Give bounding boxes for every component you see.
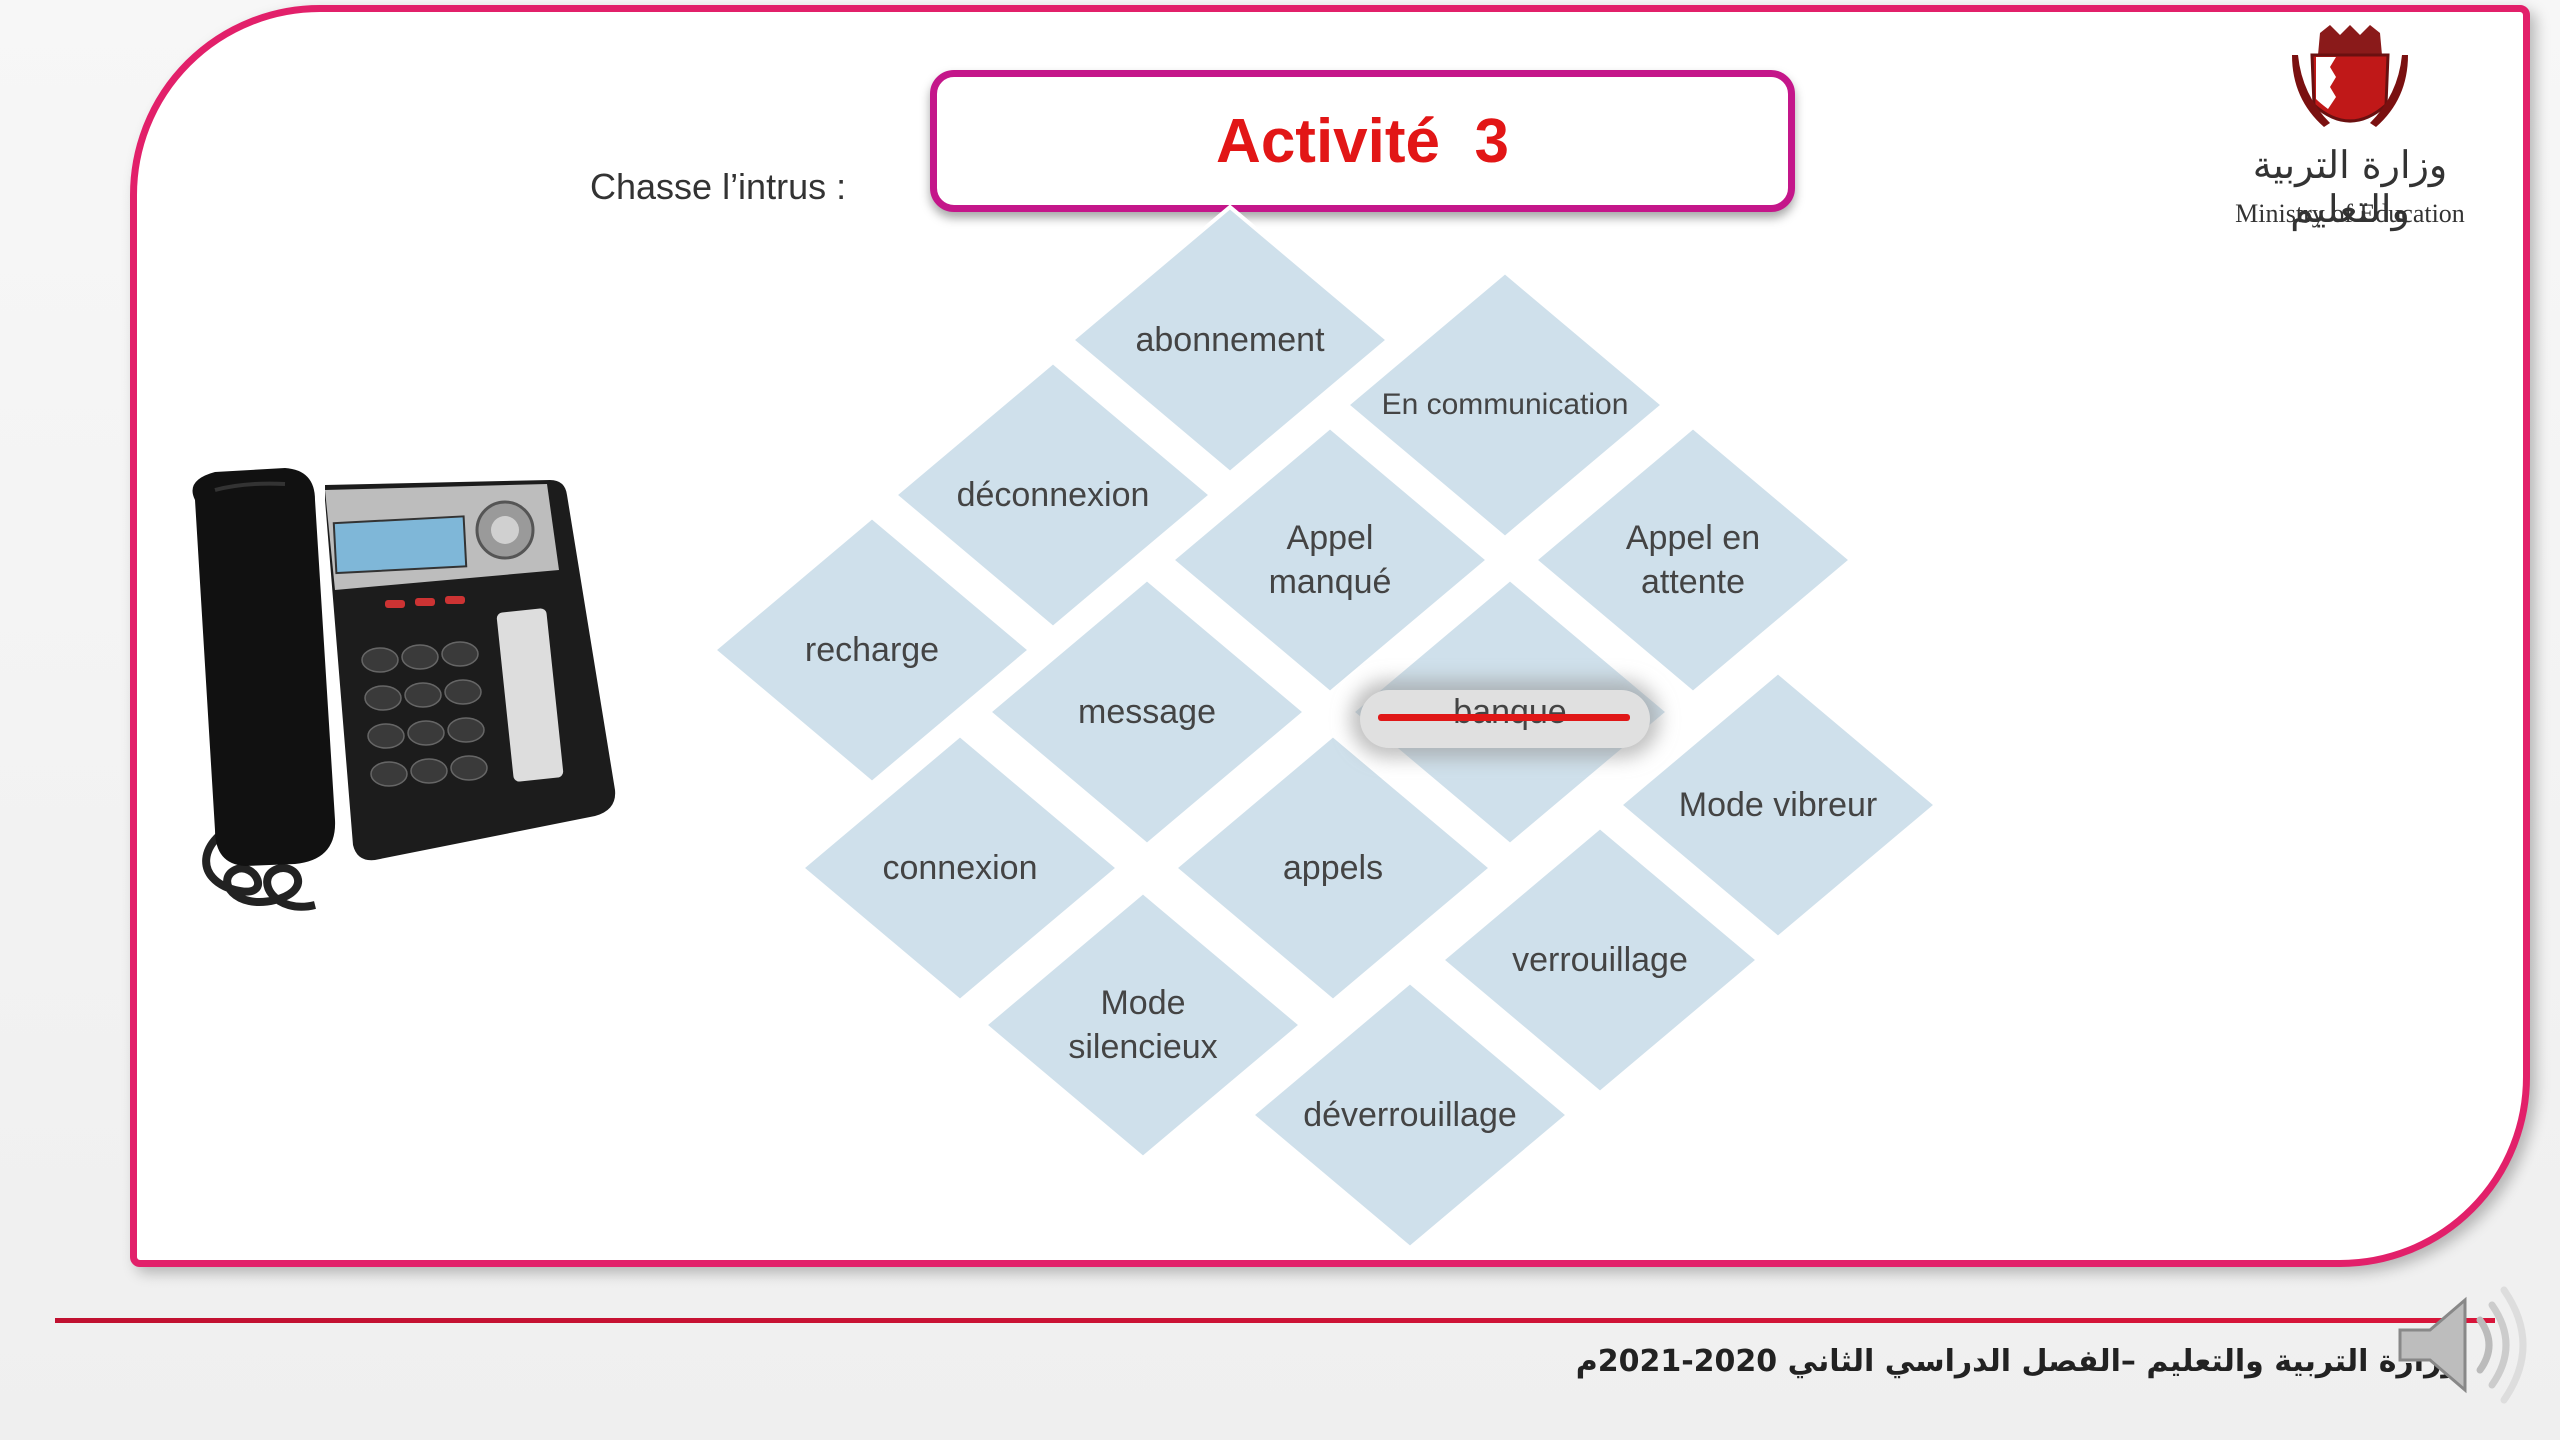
intrus-strike-line — [1378, 714, 1630, 721]
tile-label: connexion — [882, 849, 1038, 887]
tile-label: déconnexion — [956, 476, 1150, 514]
tile-mode-silencieux[interactable]: Mode silencieux — [983, 890, 1303, 1160]
tile-label: déverrouillage — [1303, 1096, 1517, 1134]
tile-deverrouillage[interactable]: déverrouillage — [1250, 980, 1570, 1250]
instruction-text: Chasse l’intrus : — [590, 166, 847, 207]
emblem-icon — [2292, 25, 2408, 127]
tile-label: appels — [1282, 849, 1384, 887]
logo-arabic-text: وزارة التربية والتعليم — [2252, 143, 2448, 231]
tile-label: message — [1078, 693, 1216, 731]
tile-appel-manque[interactable]: Appel manqué — [1170, 425, 1490, 695]
tile-deconnexion[interactable]: déconnexion — [893, 360, 1213, 630]
tile-appel-en-attente[interactable]: Appel en attente — [1533, 425, 1853, 695]
tile-label: verrouillage — [1512, 941, 1688, 979]
tile-label: banque — [1453, 693, 1567, 731]
tile-label: En communication — [1381, 388, 1629, 421]
tile-mode-vibreur[interactable]: Mode vibreur — [1618, 670, 1938, 940]
ministry-logo: وزارة التربية والتعليم Ministry of Educa… — [2220, 25, 2480, 235]
tile-recharge[interactable]: recharge — [712, 515, 1032, 785]
tile-label: Mode silencieux — [1068, 984, 1218, 1066]
tile-message[interactable]: message — [987, 577, 1307, 847]
tile-label: recharge — [804, 631, 940, 669]
tile-label: abonnement — [1135, 321, 1325, 359]
footer-text: وزارة التربية والتعليم –الفصل الدراسي ال… — [1575, 1344, 2460, 1379]
logo-english-text: Ministry of Education — [2235, 199, 2465, 228]
tile-label: Appel manqué — [1268, 519, 1392, 601]
desk-phone-image — [192, 468, 616, 911]
speaker-icon[interactable] — [2380, 1275, 2530, 1415]
tile-connexion[interactable]: connexion — [800, 733, 1120, 1003]
tile-label: Appel en attente — [1625, 519, 1761, 601]
activity-title: Activité 3 — [930, 70, 1795, 212]
tile-appels[interactable]: appels — [1173, 733, 1493, 1003]
tile-verrouillage[interactable]: verrouillage — [1440, 825, 1760, 1095]
tile-label: Mode vibreur — [1678, 786, 1878, 824]
footer-divider — [55, 1318, 2495, 1323]
tile-abonnement[interactable]: abonnement — [1070, 205, 1390, 475]
tile-banque[interactable]: banque — [1350, 577, 1670, 847]
tile-en-communication[interactable]: En communication — [1345, 270, 1665, 540]
